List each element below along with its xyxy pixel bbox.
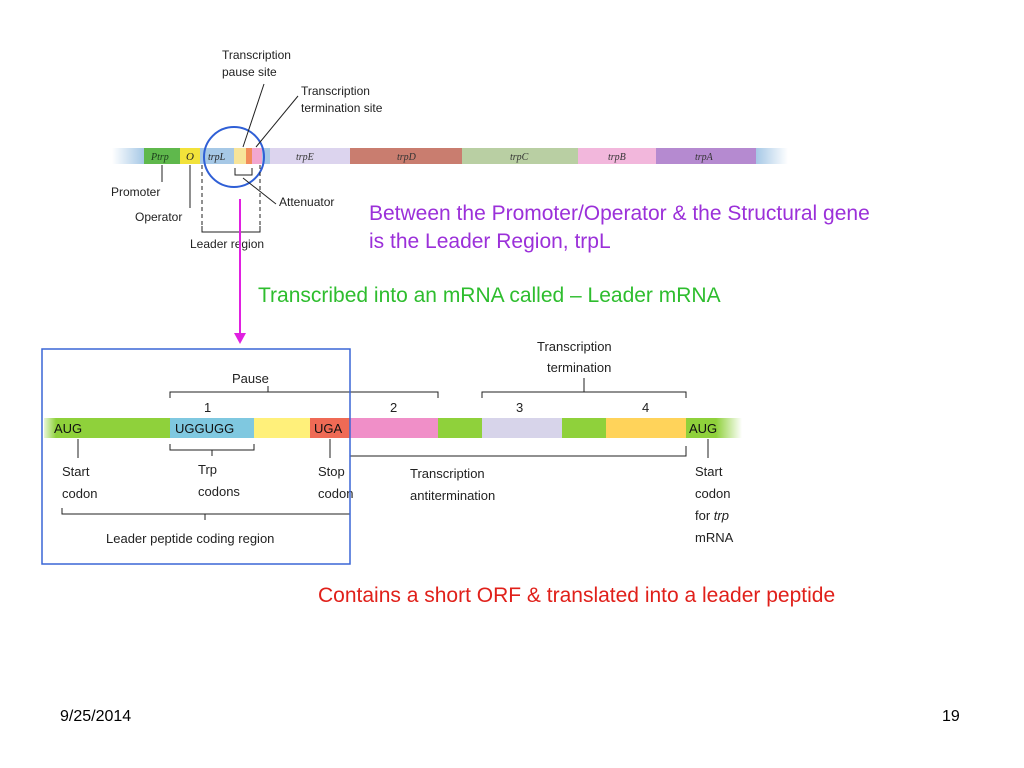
- footer-page-number: 19: [942, 708, 960, 725]
- start-codon-line1: Start: [62, 464, 90, 479]
- transcription-termination-line1: Transcription: [537, 339, 612, 354]
- bar-green-mid: [438, 418, 482, 438]
- leader-mrna-note: Transcribed into an mRNA called – Leader…: [258, 284, 721, 307]
- start-codon-trp-line3: for trp: [695, 508, 729, 523]
- bar-region-4: [606, 418, 686, 438]
- segment-label-trpc: trpC: [510, 152, 529, 163]
- trp-operon-bar: Ptrp O trpL trpE trpD trpC trpB trpA: [112, 148, 788, 164]
- segment-terminator: [252, 148, 262, 164]
- region-number-2: 2: [390, 400, 397, 415]
- trp-codons-line1: Trp: [198, 462, 217, 477]
- segment-operator: [180, 148, 200, 164]
- termination-site-label-line1: Transcription: [301, 84, 370, 98]
- pause-site-label-line2: pause site: [222, 65, 277, 79]
- bar-yellow: [254, 418, 310, 438]
- aug-trp-label: AUG: [689, 421, 717, 436]
- segment-trpe: [270, 148, 350, 164]
- segment-label-trpl: trpL: [208, 152, 226, 163]
- segment-trpc: [462, 148, 578, 164]
- leader-region-note-line2: is the Leader Region, trpL: [369, 230, 611, 253]
- trp-codons-line2: codons: [198, 484, 240, 499]
- bar-region-2: [350, 418, 438, 438]
- uga-label: UGA: [314, 421, 343, 436]
- leader-region-note: Between the Promoter/Operator & the Stru…: [369, 200, 870, 256]
- segment-promoter: [144, 148, 180, 164]
- transcription-termination-line2: termination: [547, 360, 611, 375]
- region-number-3: 3: [516, 400, 523, 415]
- bar-green-mid2: [562, 418, 606, 438]
- start-codon-trp-line2: codon: [695, 486, 730, 501]
- operator-label: Operator: [135, 210, 182, 224]
- start-codon-trp-line4: mRNA: [695, 530, 734, 545]
- bar-green-end: [686, 418, 716, 438]
- antitermination-line2: antitermination: [410, 488, 495, 503]
- top-leader-lines: [161, 83, 299, 233]
- termination-site-label-line2: termination site: [301, 101, 383, 115]
- segment-trpd: [350, 148, 462, 164]
- trp-codon-seq-label: UGGUGG: [175, 421, 234, 436]
- start-codon-trp-line1: Start: [695, 464, 723, 479]
- leader-region-label: Leader region: [190, 237, 264, 251]
- bar-fade-left-green: [44, 418, 56, 438]
- stop-codon-line1: Stop: [318, 464, 345, 479]
- segment-trpa: [656, 148, 756, 164]
- footer-date: 9/25/2014: [60, 708, 132, 725]
- stop-codon-line2: codon: [318, 486, 353, 501]
- segment-label-o: O: [186, 151, 194, 163]
- segment-pause: [234, 148, 246, 164]
- leader-peptide-label: Leader peptide coding region: [106, 531, 274, 546]
- leader-peptide-box: [41, 348, 351, 565]
- trp-word: trp: [714, 508, 729, 523]
- segment-spacer: [262, 148, 270, 164]
- leader-region-note-line1: Between the Promoter/Operator & the Stru…: [369, 202, 870, 225]
- segment-label-trpb: trpB: [608, 152, 626, 163]
- start-codon-line2: codon: [62, 486, 97, 501]
- aug-start-label: AUG: [54, 421, 82, 436]
- segment-label-trpe: trpE: [296, 152, 314, 163]
- pause-site-label-line1: Transcription: [222, 48, 291, 62]
- bar-trp-codons: [170, 418, 254, 438]
- leader-mrna-bar: [44, 418, 742, 438]
- segment-trpl: [200, 148, 234, 164]
- region-number-4: 4: [642, 400, 649, 415]
- segment-stop: [246, 148, 252, 164]
- bar-fade-right: [756, 148, 788, 164]
- antitermination-line1: Transcription: [410, 466, 485, 481]
- transcription-arrow: [234, 199, 246, 344]
- region-number-1: 1: [204, 400, 211, 415]
- segment-label-ptrp: Ptrp: [150, 152, 169, 163]
- bar-green-start: [56, 418, 170, 438]
- attenuator-label: Attenuator: [279, 195, 334, 209]
- bottom-brackets: [61, 378, 709, 520]
- pause-label: Pause: [232, 371, 269, 386]
- leader-highlight-circle: [203, 126, 265, 188]
- bar-region-3: [482, 418, 562, 438]
- bar-stop: [310, 418, 350, 438]
- segment-label-trpa: trpA: [695, 152, 714, 163]
- promoter-label: Promoter: [111, 185, 160, 199]
- short-orf-note: Contains a short ORF & translated into a…: [318, 584, 836, 607]
- segment-trpb: [578, 148, 656, 164]
- bar-fade-left: [112, 148, 144, 164]
- bar-fade-right-green: [716, 418, 742, 438]
- segment-label-trpd: trpD: [397, 152, 417, 163]
- for-word: for: [695, 508, 714, 523]
